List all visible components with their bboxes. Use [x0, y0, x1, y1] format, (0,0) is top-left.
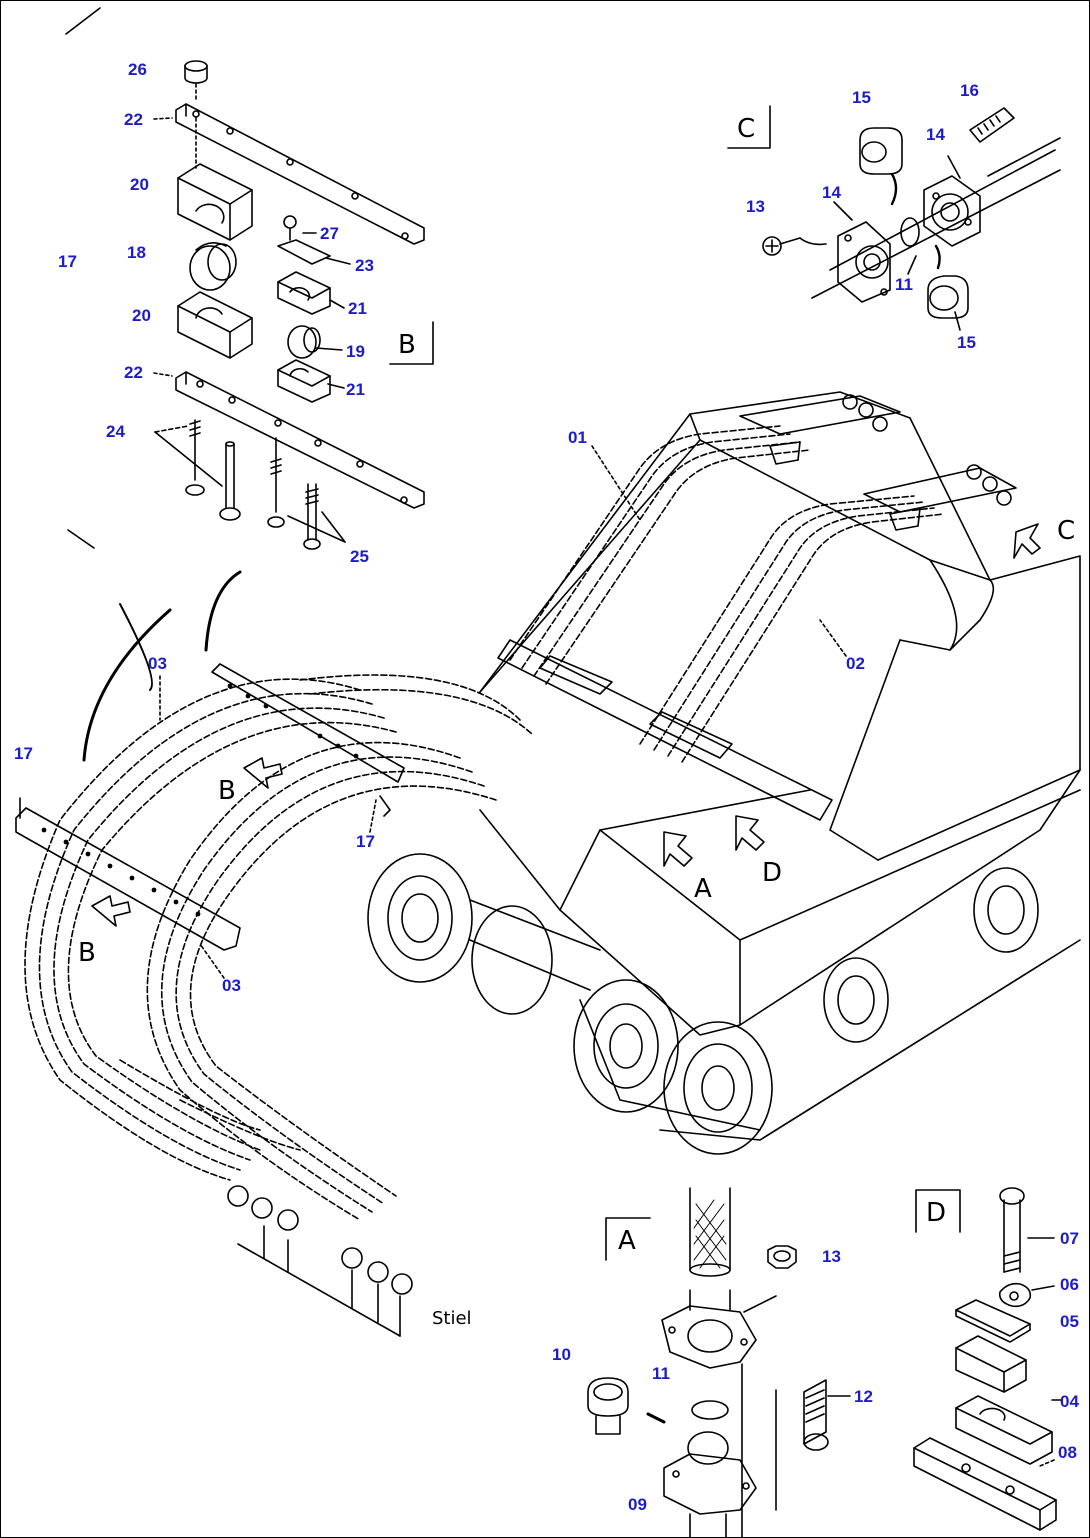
- callout-27: 27: [320, 224, 339, 243]
- boom-assembly: [82, 391, 1081, 1155]
- callout-16: 16: [960, 81, 979, 100]
- callout-17-middle: 17: [356, 832, 375, 851]
- arm-hose-loop: [24, 674, 533, 1221]
- callout-17-upper: 17: [58, 252, 77, 271]
- callout-26: 26: [128, 60, 147, 79]
- callout-22-lower: 22: [124, 363, 143, 382]
- view-box-c-label: C: [737, 114, 756, 144]
- callout-19: 19: [346, 342, 365, 361]
- callout-20-upper: 20: [130, 175, 149, 194]
- stiel-label: Stiel: [432, 1308, 472, 1329]
- view-arrow-b-upper-label: B: [218, 776, 236, 806]
- callout-23: 23: [355, 256, 374, 275]
- callout-14-right: 14: [926, 125, 945, 144]
- callout-24: 24: [106, 422, 125, 441]
- corner-marks: [65, 7, 101, 549]
- callout-18: 18: [127, 243, 146, 262]
- view-arrow-a-label: A: [694, 874, 712, 904]
- callout-25: 25: [350, 547, 369, 566]
- callout-14-left: 14: [822, 183, 841, 202]
- callout-22-upper: 22: [124, 110, 143, 129]
- callout-13-upper: 13: [746, 197, 765, 216]
- callout-15-lower: 15: [957, 333, 976, 352]
- callout-15-upper: 15: [852, 88, 871, 107]
- view-arrow-d-label: D: [762, 858, 783, 888]
- leader-lines: [159, 445, 847, 979]
- callout-09: 09: [628, 1495, 647, 1514]
- callout-03-upper: 03: [148, 654, 167, 673]
- callout-13-lower: 13: [822, 1247, 841, 1266]
- callout-12: 12: [854, 1387, 873, 1406]
- callout-01: 01: [568, 428, 587, 447]
- view-arrow-b-lower-label: B: [78, 938, 96, 968]
- callout-17-left: 17: [14, 744, 33, 763]
- callout-21-upper: 21: [348, 299, 367, 318]
- detail-d-clamp: [913, 1187, 1063, 1531]
- callout-04: 04: [1060, 1392, 1079, 1411]
- callout-08: 08: [1058, 1443, 1077, 1462]
- callout-05: 05: [1060, 1312, 1079, 1331]
- detail-a-flange: [587, 1187, 851, 1538]
- callout-02: 02: [846, 654, 865, 673]
- callout-07: 07: [1060, 1229, 1079, 1248]
- view-box-a-label: A: [618, 1226, 636, 1256]
- callout-11-upper: 11: [895, 275, 913, 294]
- callout-03-lower: 03: [222, 976, 241, 995]
- callout-11-lower: 11: [652, 1364, 670, 1383]
- view-arrow-c-label: C: [1057, 516, 1076, 546]
- callout-21-lower: 21: [346, 380, 365, 399]
- callout-06: 06: [1060, 1275, 1079, 1294]
- callout-10: 10: [552, 1345, 571, 1364]
- view-box-d-label: D: [926, 1198, 947, 1228]
- callout-20-lower: 20: [132, 306, 151, 325]
- stiel-hose-ends: [227, 1185, 413, 1337]
- detail-c-fitting: [762, 107, 1061, 331]
- view-box-b-label: B: [398, 330, 416, 360]
- view-arrows: [91, 523, 1041, 927]
- detail-b-clamp-assembly: [153, 60, 425, 550]
- view-frames: [389, 105, 961, 1261]
- loop-clamp-bars: [15, 663, 405, 951]
